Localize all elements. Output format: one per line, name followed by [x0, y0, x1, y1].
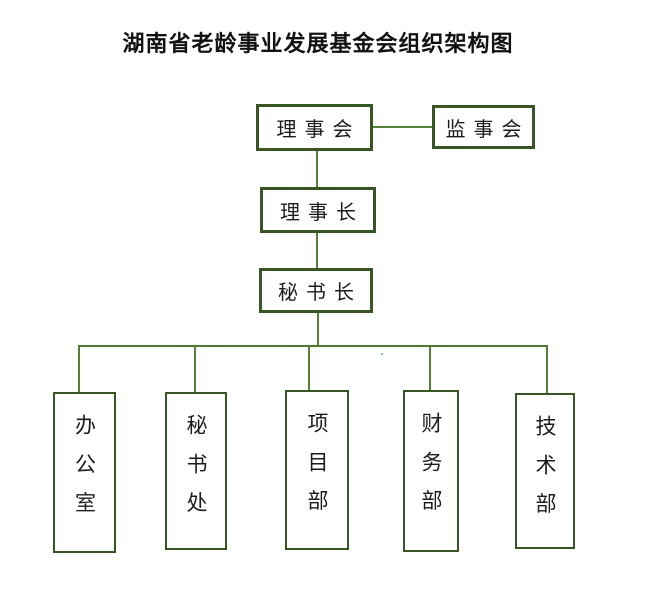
connector-bus-horizontal — [78, 345, 548, 347]
node-supervisory-board: 监事会 — [432, 105, 535, 149]
node-label: 办公室 — [72, 414, 97, 531]
node-dept-project: 项目部 — [285, 390, 349, 550]
node-label: 监事会 — [445, 118, 530, 141]
connector-drop-finance — [429, 346, 431, 390]
connector-drop-office — [78, 346, 80, 392]
node-dept-technology: 技术部 — [515, 393, 575, 549]
node-label: 技术部 — [533, 415, 557, 532]
node-chairman: 理事长 — [260, 187, 376, 233]
connector-board-supervisory — [373, 126, 432, 128]
node-label: 秘书长 — [278, 282, 362, 304]
connector-secretary-bus — [317, 313, 319, 346]
node-board-of-directors: 理事会 — [256, 104, 373, 151]
stray-blue-dot — [381, 353, 383, 355]
node-label: 理事会 — [276, 119, 361, 141]
node-secretary-general: 秘书长 — [259, 268, 373, 313]
connector-chairman-secretary — [316, 233, 318, 268]
connector-board-chairman — [316, 151, 318, 187]
connector-drop-technology — [546, 346, 548, 393]
node-label: 理事长 — [280, 201, 364, 224]
node-dept-office: 办公室 — [53, 392, 116, 553]
node-label: 项目部 — [305, 412, 329, 529]
connector-drop-project — [308, 346, 310, 390]
page-title: 湖南省老龄事业发展基金会组织架构图 — [122, 31, 514, 56]
node-dept-finance: 财务部 — [403, 390, 459, 552]
node-dept-secretariat: 秘书处 — [165, 392, 227, 550]
node-label: 财务部 — [419, 412, 443, 529]
connector-drop-secretariat — [194, 346, 196, 392]
node-label: 秘书处 — [184, 414, 208, 531]
